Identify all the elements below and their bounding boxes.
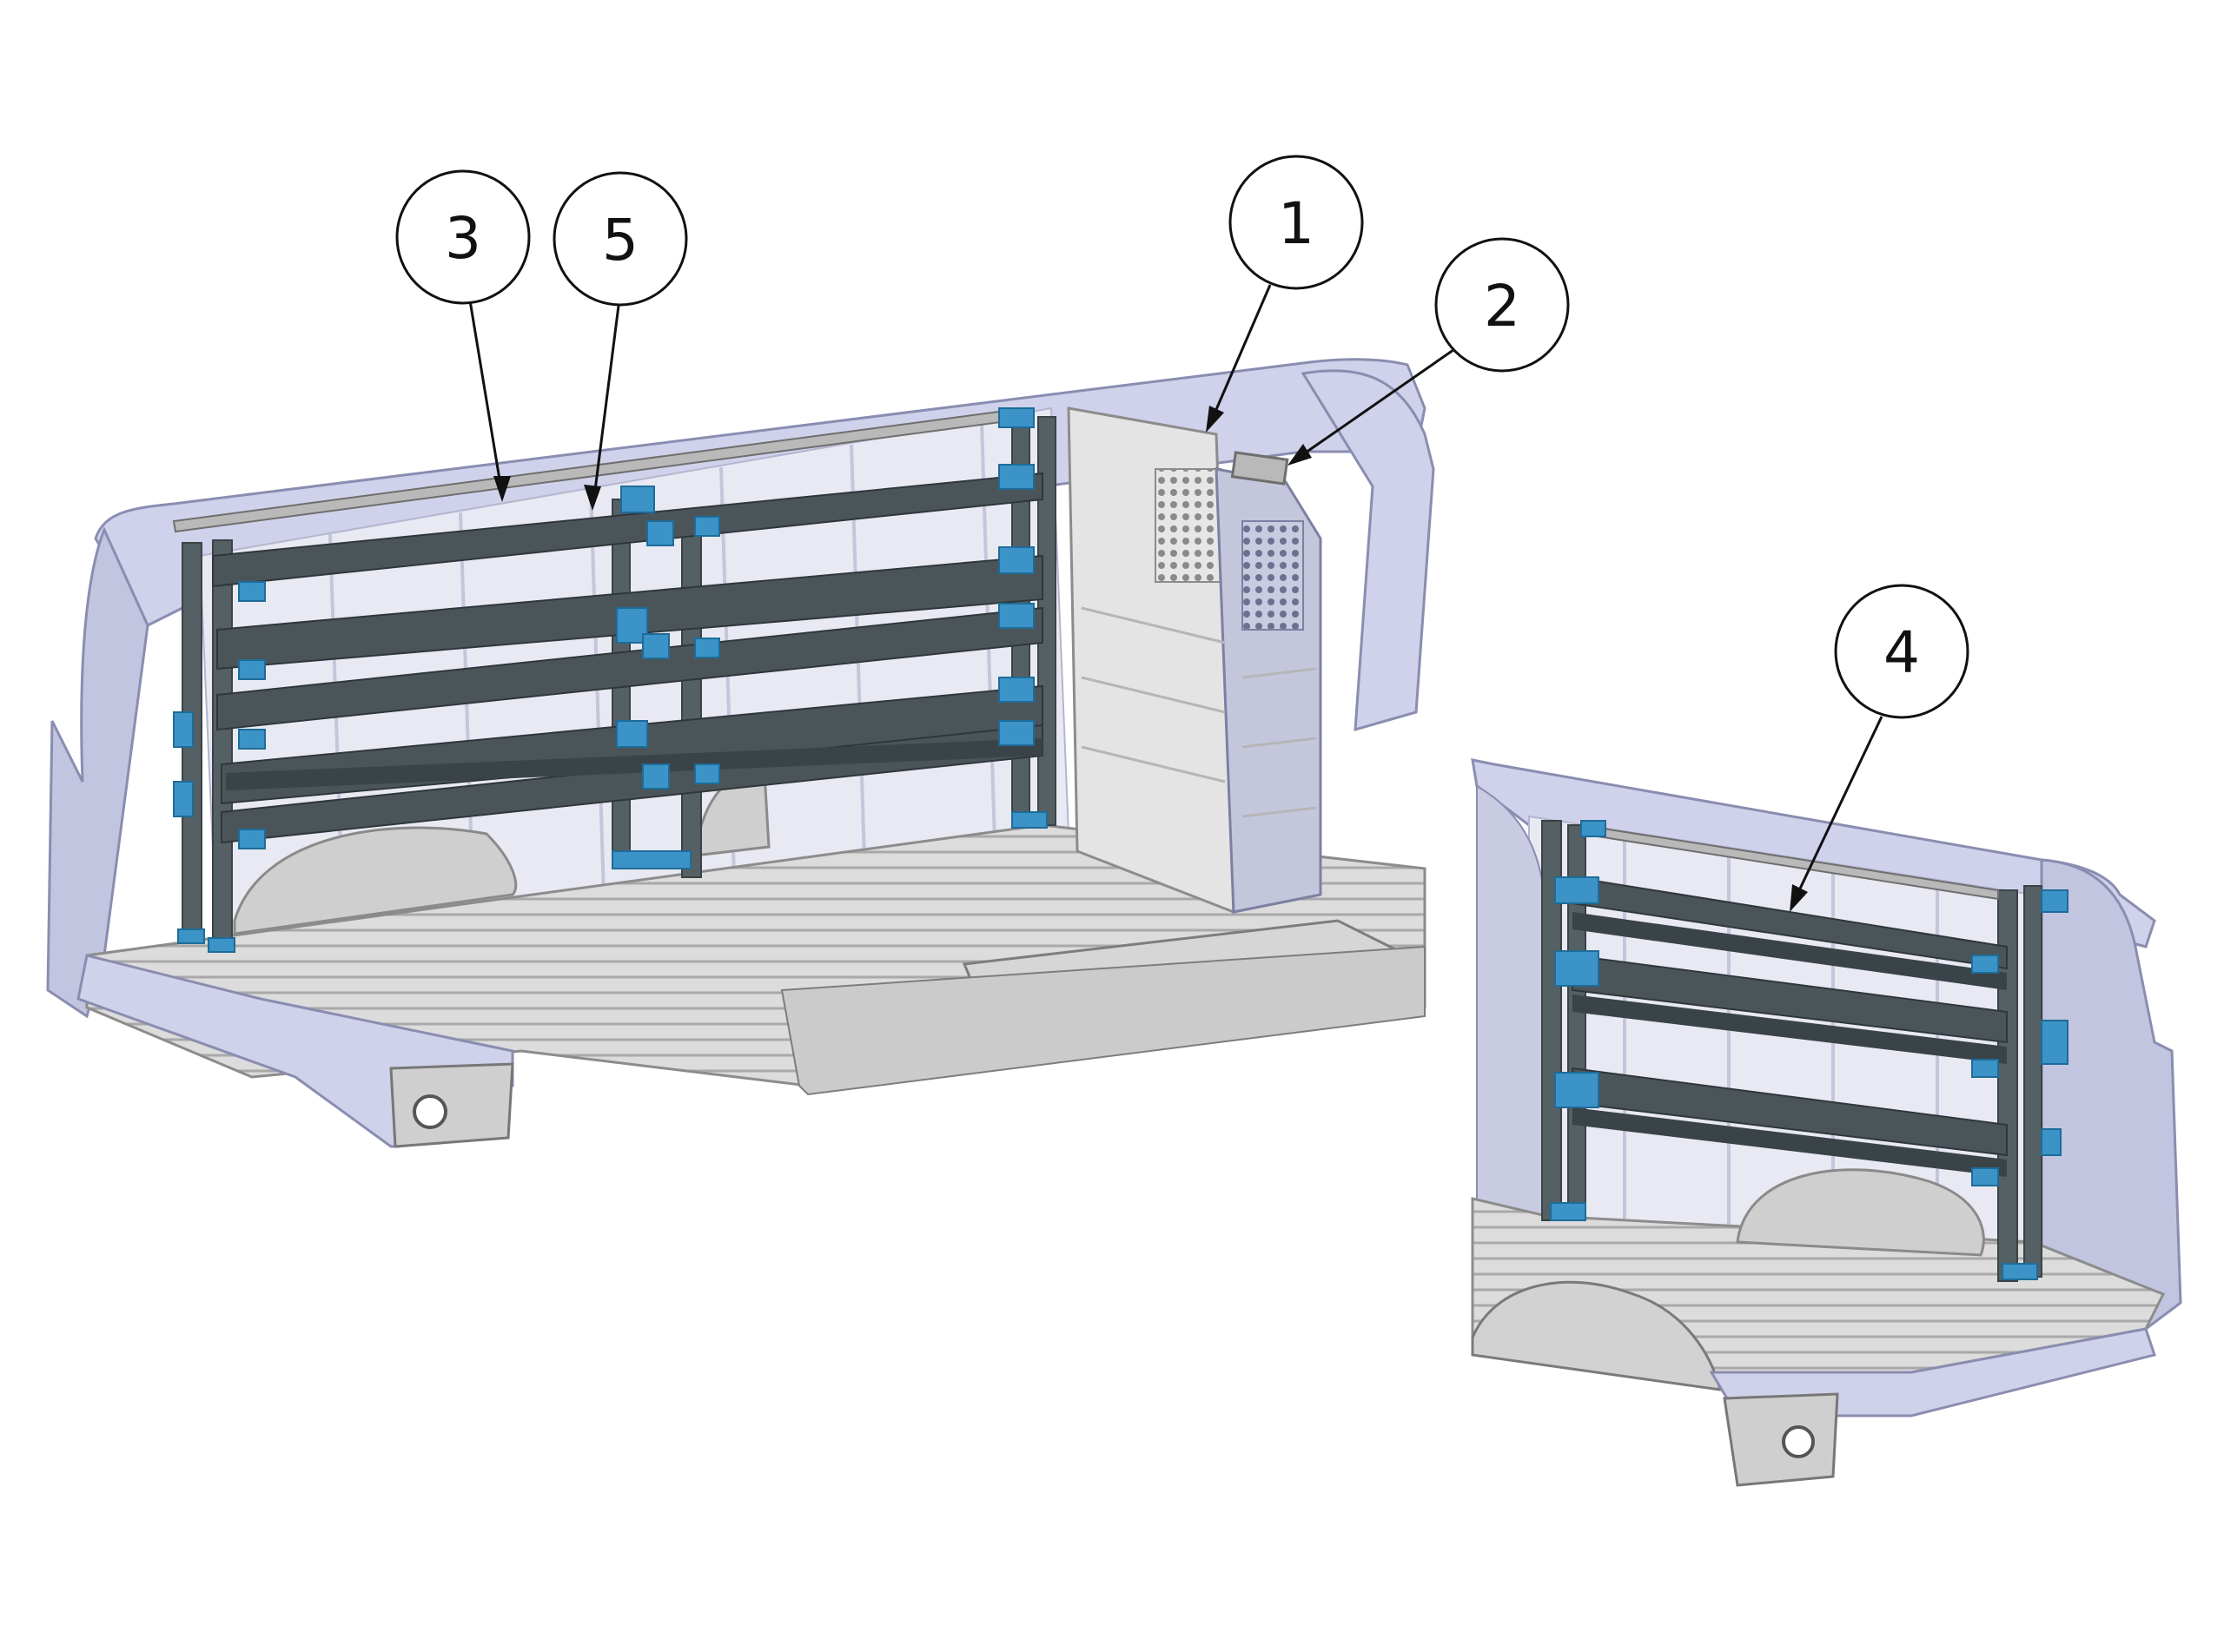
leader-2 [1294,342,1463,462]
shelf-brackets [173,407,1048,953]
callout-4-label: 4 [1883,619,1920,686]
callout-2-circle [1434,237,1570,373]
callout-3-circle [395,169,531,305]
upright-rear-inner [212,539,233,949]
arrow-5 [584,485,601,511]
rear-tow-bracket-right [1723,1392,1839,1487]
tow-hole [413,1094,447,1129]
leader-lines [467,284,1883,906]
arrow-2 [1287,444,1312,466]
arrow-1 [1206,406,1224,433]
driver-side-shelving-unit [173,407,1056,953]
callout-3: 3 [395,169,531,305]
partition-perforated-window-right [1241,520,1304,631]
callout-2: 2 [1434,237,1570,373]
upright-right-b [2023,885,2042,1278]
callout-3-label: 3 [445,205,481,272]
leader-5 [592,305,620,505]
shelf-6 [226,738,1042,790]
callout-5-circle [553,171,688,307]
wheel-well-right [1736,1168,1985,1257]
wheel-arch-right [1471,1280,1722,1391]
partition-ribs [1081,606,1317,818]
leader-4 [1790,716,1883,906]
callout-5: 5 [553,171,688,307]
tow-hole-right [1782,1425,1815,1458]
callouts: 3 5 1 2 4 [395,155,1969,912]
arrowheads [493,406,1808,912]
callout-1-circle [1228,155,1364,290]
leader-1 [1208,284,1272,426]
side-step-panel [780,945,1426,1096]
callout-1-label: 1 [1278,190,1314,257]
callout-4: 4 [1834,584,1969,719]
upright-middle-b [681,520,702,878]
van-rear-frame-left [46,526,149,1019]
arrow-3 [493,476,511,502]
partition-top-bracket [1230,451,1289,486]
callout-5-label: 5 [602,207,639,274]
shelf-r2 [1572,912,2007,990]
passenger-side-shelving-unit [1541,820,2068,1282]
callout-4-circle [1834,584,1969,719]
rear-tow-bracket [389,1062,514,1148]
shelf-r4 [1572,995,2007,1064]
callout-2-label: 2 [1484,273,1520,340]
shelf-1 [212,472,1043,588]
callout-1: 1 [1228,155,1364,290]
arrow-4 [1790,884,1808,912]
rear-wheel-well [233,826,518,935]
partition-perforated-window-left [1155,468,1221,583]
leader-3 [467,294,504,496]
shelf-3 [216,606,1043,731]
shelf-brackets-right [1550,820,2068,1280]
driver-side-view [46,358,1435,1148]
passenger-side-view [1471,758,2182,1487]
shelf-r6 [1572,1107,2007,1177]
